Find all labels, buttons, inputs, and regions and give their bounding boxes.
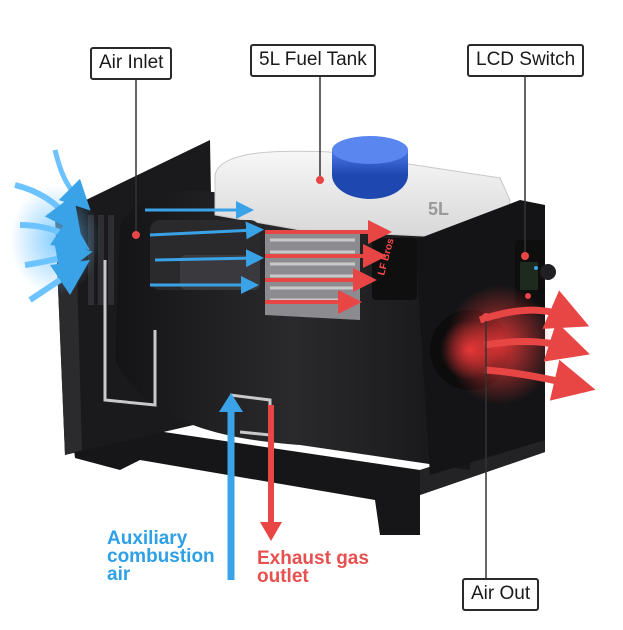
exhaust-line-2: outlet bbox=[257, 566, 309, 587]
tank-marking: 5L bbox=[428, 199, 449, 219]
auxiliary-air-line-3: air bbox=[107, 564, 131, 585]
exhaust-gas-outlet-label: Exhaust gas outlet bbox=[257, 548, 369, 587]
air-inlet-label: Air Inlet bbox=[90, 47, 173, 80]
auxiliary-air-arrow bbox=[219, 393, 243, 580]
hot-air-out-arrows bbox=[445, 285, 596, 405]
exhaust-line-1: Exhaust gas bbox=[257, 548, 369, 569]
lcd-switch-label: LCD Switch bbox=[467, 44, 585, 77]
cold-air-inlet-arrows bbox=[10, 149, 100, 303]
fuel-tank-label: 5L Fuel Tank bbox=[250, 44, 376, 77]
exhaust-arrow bbox=[260, 405, 282, 541]
air-out-label: Air Out bbox=[462, 578, 540, 611]
control-panel: LF Bros bbox=[372, 237, 417, 300]
combustion-fan-motor bbox=[150, 220, 260, 290]
callout-lines bbox=[132, 72, 529, 578]
auxiliary-combustion-air-label: Auxiliary combustion air bbox=[107, 528, 215, 585]
fuel-cap bbox=[332, 136, 408, 199]
internal-flow-arrows bbox=[145, 201, 392, 314]
auxiliary-air-line-2: combustion bbox=[107, 546, 215, 567]
heat-exchanger-fins bbox=[265, 230, 360, 320]
auxiliary-air-line-1: Auxiliary bbox=[107, 528, 188, 549]
